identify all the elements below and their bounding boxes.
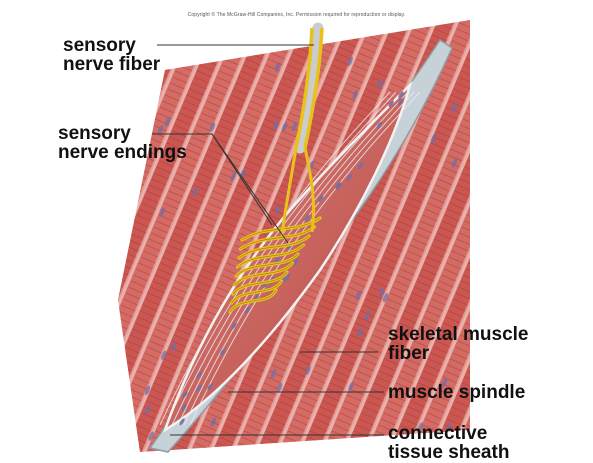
label-line: connective [388, 424, 509, 443]
label-line: skeletal muscle [388, 325, 528, 344]
label-connective-tissue-sheath: connective tissue sheath [388, 424, 509, 462]
label-line: sensory [58, 124, 187, 143]
label-line: fiber [388, 344, 528, 363]
label-line: sensory [63, 36, 160, 55]
label-muscle-spindle: muscle spindle [388, 383, 525, 402]
label-sensory-nerve-fiber: sensory nerve fiber [63, 36, 160, 74]
label-line: nerve fiber [63, 55, 160, 74]
label-sensory-nerve-endings: sensory nerve endings [58, 124, 187, 162]
label-line: nerve endings [58, 143, 187, 162]
label-line: muscle spindle [388, 383, 525, 402]
label-skeletal-muscle-fiber: skeletal muscle fiber [388, 325, 528, 363]
label-line: tissue sheath [388, 443, 509, 462]
